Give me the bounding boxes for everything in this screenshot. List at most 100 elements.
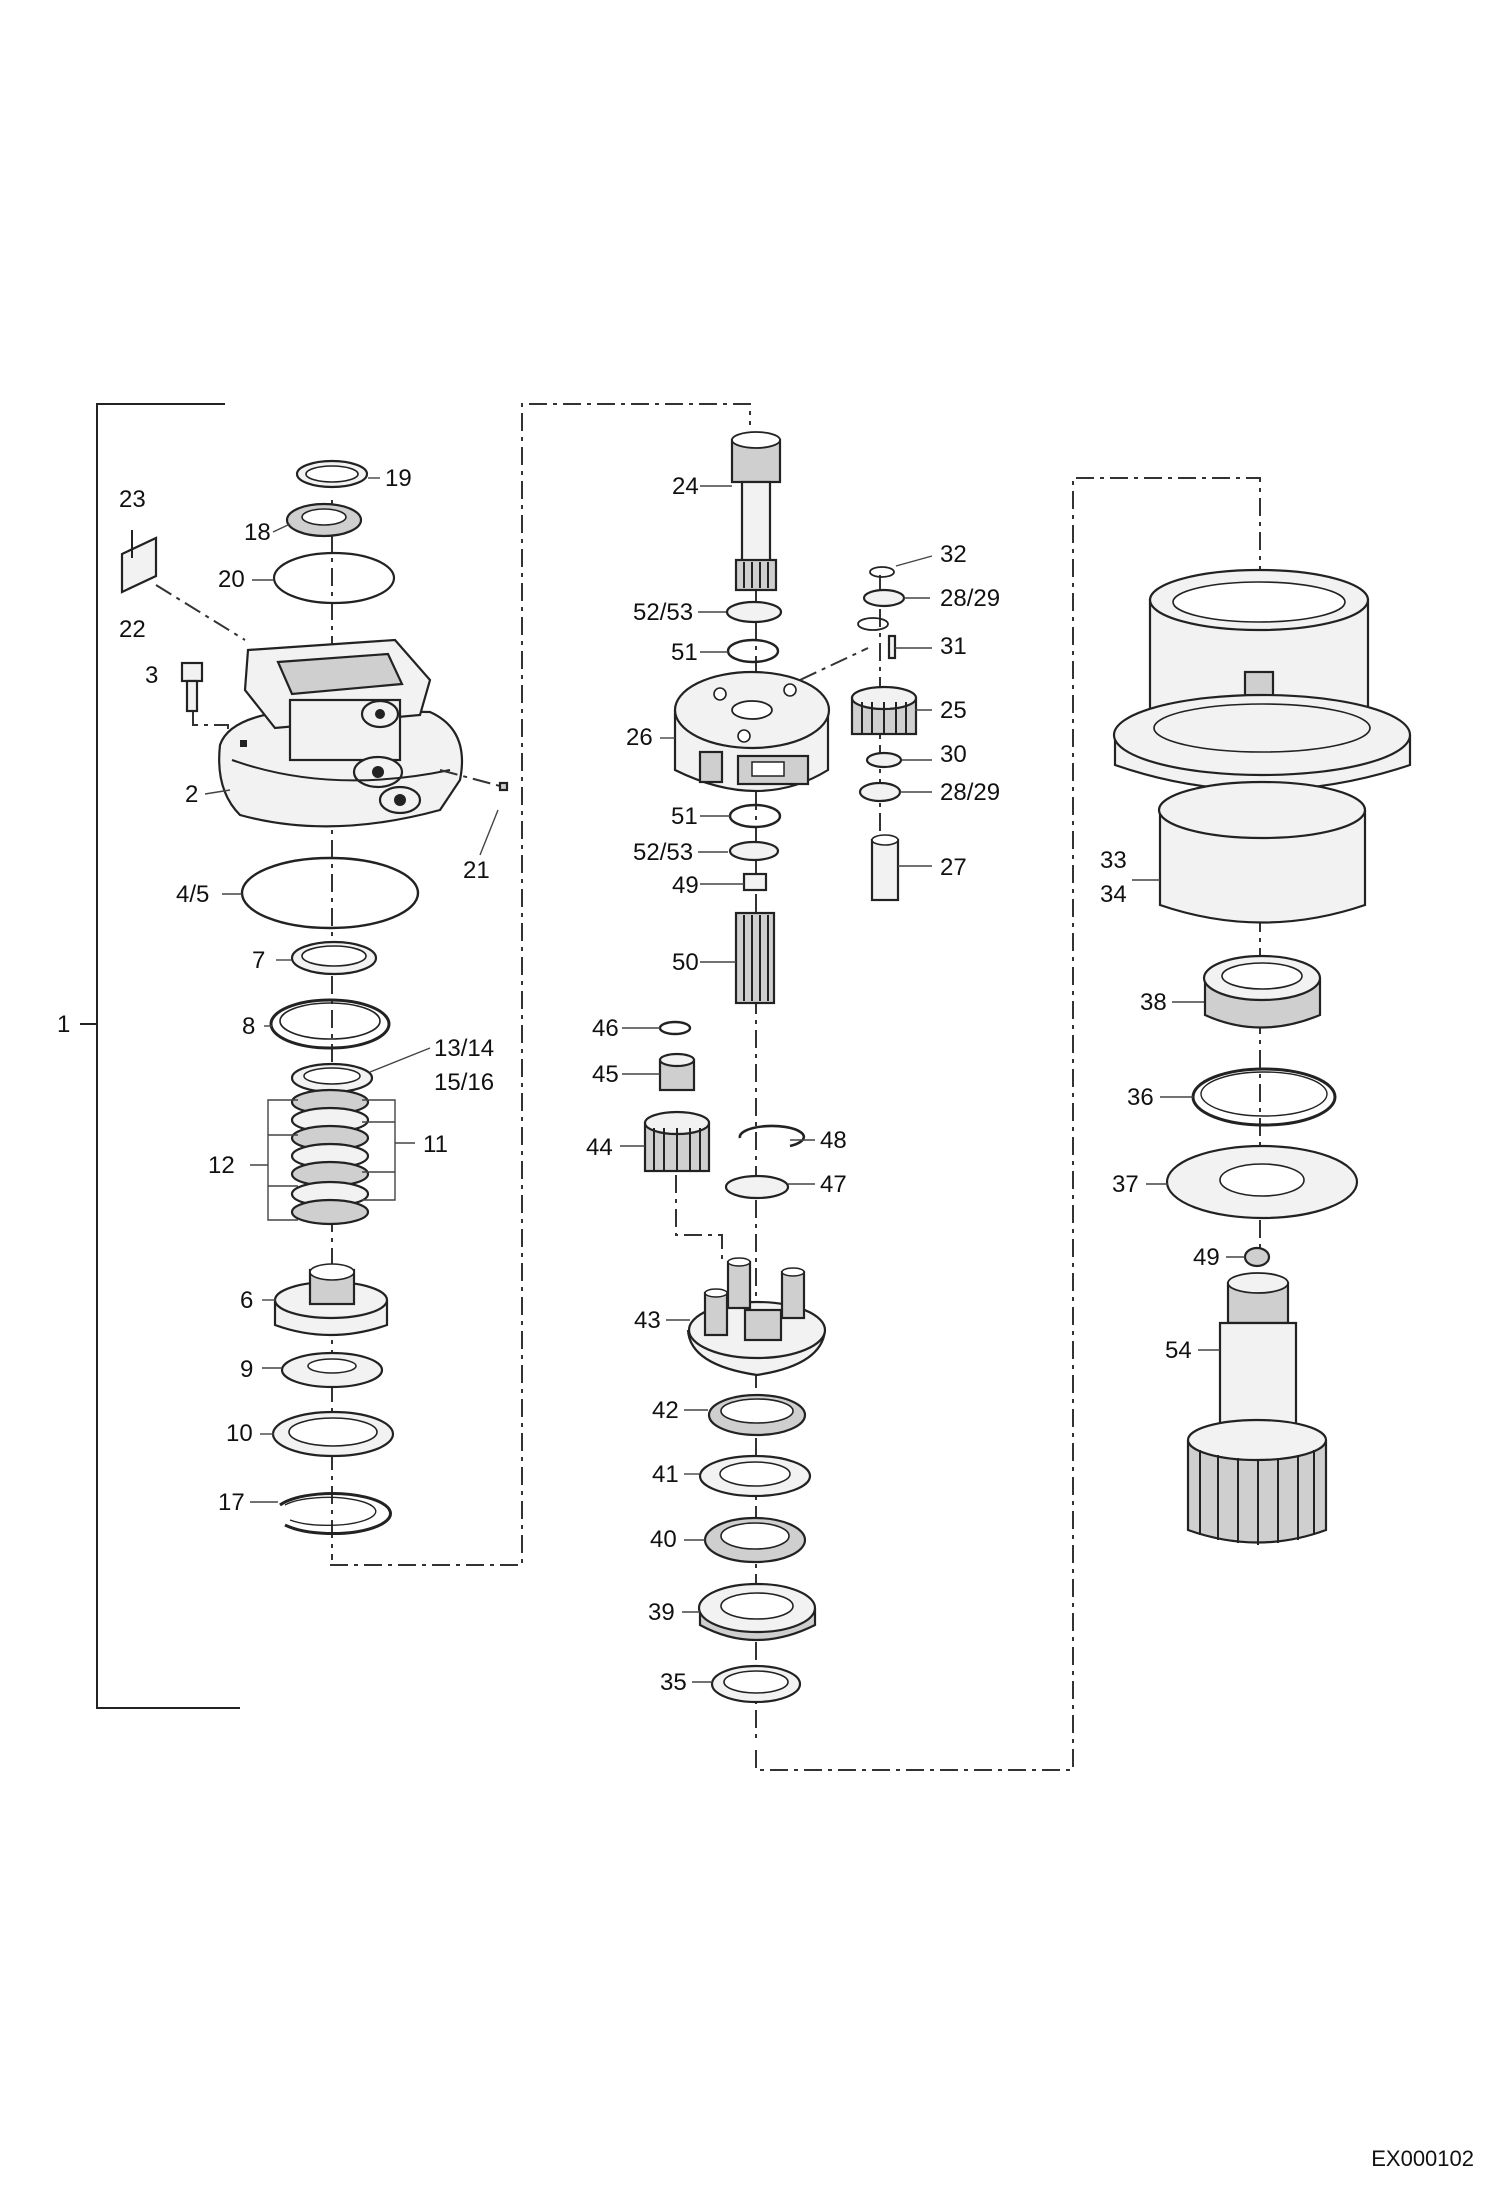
label-50: 50 [672, 949, 699, 976]
part-13-14-ring [290, 1062, 374, 1094]
part-28-29-washer-bottom [858, 781, 902, 803]
label-35: 35 [660, 1669, 687, 1696]
connection-line-right [755, 477, 1261, 1771]
label-12: 12 [208, 1152, 235, 1179]
part-54-pinion-shaft [1186, 1272, 1328, 1545]
label-7: 7 [252, 947, 265, 974]
label-22: 22 [119, 616, 146, 643]
part-28-29-washer-top [862, 588, 906, 608]
label-1: 1 [57, 1011, 70, 1038]
part-24-sun-gear-shaft [730, 431, 782, 592]
part-38-roller-bearing [1202, 954, 1322, 1029]
part-21-plug [498, 781, 509, 792]
label-34: 34 [1100, 881, 1127, 908]
assembly-bracket [96, 403, 240, 1709]
label-47: 47 [820, 1171, 847, 1198]
part-52-53-ring-bottom [728, 840, 780, 862]
label-51-a: 51 [671, 639, 698, 666]
label-leaders [250, 477, 1245, 1683]
part-18-bearing [285, 502, 363, 538]
part-49-spacer-right [1243, 1246, 1271, 1268]
label-8: 8 [242, 1013, 255, 1040]
label-23: 23 [119, 486, 146, 513]
label-33: 33 [1100, 847, 1127, 874]
part-30-ring [865, 751, 903, 769]
label-51-b: 51 [671, 803, 698, 830]
part-50-sun-gear [734, 911, 776, 1005]
label-17: 17 [218, 1489, 245, 1516]
part-36-ring [1191, 1067, 1337, 1127]
part-26-planet-carrier [673, 670, 831, 792]
label-26: 26 [626, 724, 653, 751]
label-10: 10 [226, 1420, 253, 1447]
label-15-16: 15/16 [434, 1069, 494, 1096]
label-41: 41 [652, 1461, 679, 1488]
label-46: 46 [592, 1015, 619, 1042]
part-7-seal [290, 940, 378, 976]
label-24: 24 [672, 473, 699, 500]
part-51-ring-top [726, 638, 780, 664]
connection-line-left [330, 403, 751, 1566]
part-43-planet-carrier [686, 1257, 827, 1377]
label-52-53-b: 52/53 [633, 839, 693, 866]
label-27: 27 [940, 854, 967, 881]
label-2: 2 [185, 781, 198, 808]
label-28-29-a: 28/29 [940, 585, 1000, 612]
label-49-a: 49 [672, 872, 699, 899]
part-20-o-ring [272, 551, 396, 605]
part-49-spacer [742, 872, 768, 892]
part-41-washer [698, 1454, 812, 1498]
part-19-snap-ring [295, 459, 369, 489]
label-4-5: 4/5 [176, 881, 209, 908]
label-3: 3 [145, 662, 158, 689]
part-44-planet-gear [643, 1110, 711, 1173]
part-39-roller-bearing [697, 1582, 817, 1642]
label-25: 25 [940, 697, 967, 724]
label-6: 6 [240, 1287, 253, 1314]
part-32-ring [869, 566, 895, 578]
label-52-53-a: 52/53 [633, 599, 693, 626]
part-2-housing [218, 638, 464, 828]
label-37: 37 [1112, 1171, 1139, 1198]
part-52-53-ring-top [725, 600, 783, 624]
label-54: 54 [1165, 1337, 1192, 1364]
part-3-bolt [180, 661, 204, 713]
part-25-planet-gear [850, 685, 918, 736]
label-30: 30 [940, 741, 967, 768]
label-49-b: 49 [1193, 1244, 1220, 1271]
part-9-spring [280, 1351, 384, 1389]
part-45-needle-bearing [658, 1052, 696, 1092]
part-31-ring [857, 617, 889, 631]
part-42-seal [707, 1393, 807, 1437]
part-17-circlip [279, 1492, 392, 1536]
label-38: 38 [1140, 989, 1167, 1016]
part-33-34-ring-gear-housing [1112, 568, 1412, 924]
label-18: 18 [244, 519, 271, 546]
label-28-29-b: 28/29 [940, 779, 1000, 806]
part-47-washer [724, 1174, 790, 1200]
part-40-oil-seal [703, 1516, 807, 1564]
label-9: 9 [240, 1356, 253, 1383]
label-11: 11 [423, 1131, 448, 1158]
label-48: 48 [820, 1127, 847, 1154]
label-44: 44 [586, 1134, 613, 1161]
label-21: 21 [463, 857, 490, 884]
part-22-nameplate [120, 530, 158, 594]
label-13-14: 13/14 [434, 1035, 494, 1062]
part-6-piston [273, 1263, 389, 1337]
part-31-pin [887, 634, 897, 660]
part-27-pin [870, 834, 900, 902]
label-36: 36 [1127, 1084, 1154, 1111]
part-35-ring [710, 1664, 802, 1704]
part-8-ring [269, 998, 391, 1050]
label-39: 39 [648, 1599, 675, 1626]
label-32: 32 [940, 541, 967, 568]
part-4-5-o-ring [240, 856, 420, 930]
label-45: 45 [592, 1061, 619, 1088]
label-40: 40 [650, 1526, 677, 1553]
part-46-circlip [658, 1020, 692, 1036]
drawing-code: EX000102 [1371, 2146, 1474, 2171]
part-11-12-disc-stack [290, 1088, 370, 1226]
label-20: 20 [218, 566, 245, 593]
